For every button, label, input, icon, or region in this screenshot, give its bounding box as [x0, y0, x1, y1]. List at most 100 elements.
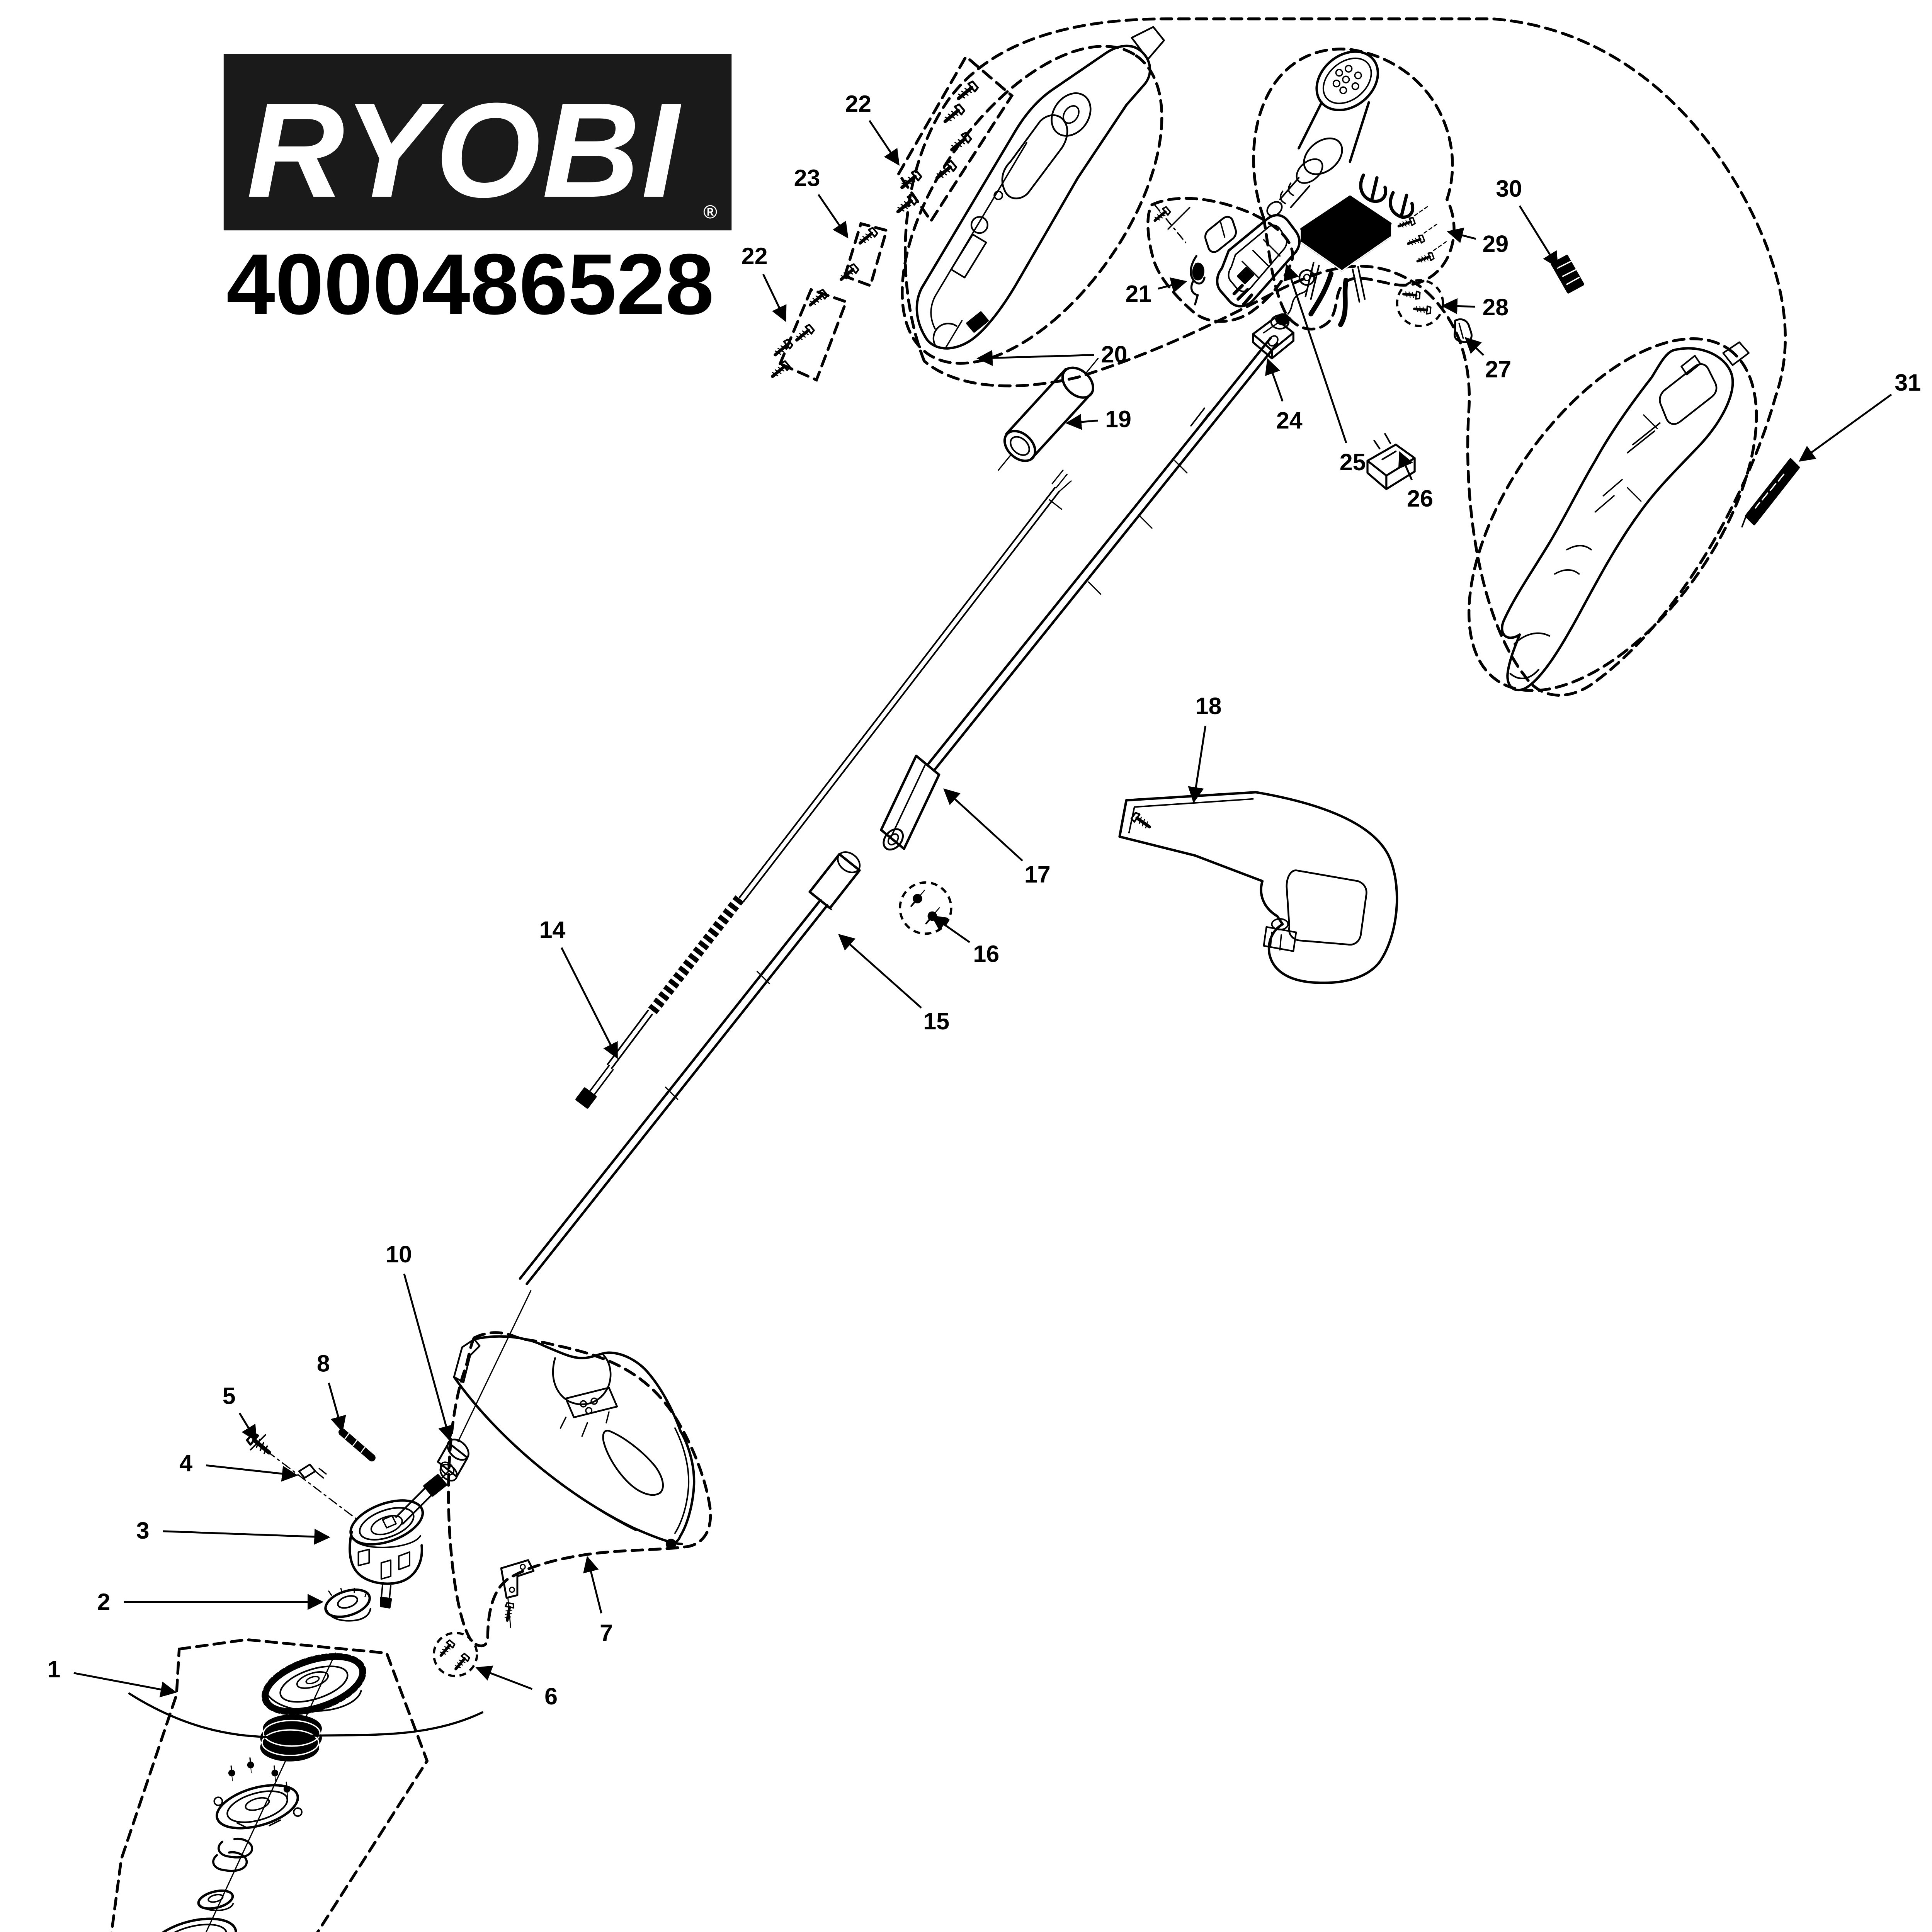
leader-line-19 — [1065, 414, 1099, 430]
part-guard-screws-6 — [438, 1639, 470, 1672]
part-pin-8 — [338, 1428, 376, 1462]
part-bushing-10 — [437, 1442, 469, 1478]
leader-line-4 — [206, 1464, 298, 1482]
callout-label-7: 7 — [600, 1620, 613, 1646]
leader-line-25 — [1284, 264, 1347, 444]
callout-label-22: 22 — [845, 90, 871, 117]
part-flex-shaft — [575, 469, 1072, 1109]
leader-line-6 — [475, 1665, 533, 1690]
leader-line-24 — [1265, 358, 1284, 402]
outline-screw-box-22a — [897, 54, 1014, 224]
callout-label-30: 30 — [1496, 175, 1522, 202]
leader-line-23 — [818, 194, 849, 239]
callout-label-18: 18 — [1196, 693, 1222, 719]
part-label-plate-31 — [1741, 458, 1800, 528]
callout-label-23: 23 — [794, 165, 820, 191]
part-motor — [1266, 50, 1379, 217]
group-outlines — [110, 17, 1787, 1932]
brand-text: RYOBI — [247, 75, 682, 225]
leader-line-27 — [1464, 337, 1485, 356]
leader-line-3 — [163, 1529, 330, 1545]
leader-line-22 — [869, 120, 900, 166]
leader-line-30 — [1519, 205, 1558, 268]
callout-label-24: 24 — [1276, 407, 1303, 434]
outline-trigger-group — [1146, 197, 1294, 323]
part-screw-set-22b — [770, 289, 828, 380]
leader-line-5 — [238, 1412, 257, 1442]
part-foam-grip — [998, 357, 1099, 471]
callout-label-1: 1 — [48, 1656, 61, 1682]
callout-label-2: 2 — [97, 1589, 111, 1615]
part-connector-26 — [1366, 433, 1416, 490]
leader-line-31 — [1798, 393, 1892, 462]
part-screws-28 — [1403, 290, 1431, 314]
outline-screw-box-22b — [778, 288, 848, 382]
part-motor-housing-half — [915, 26, 1165, 350]
parts-artwork — [128, 26, 1800, 1932]
outline-motor-housing — [901, 45, 1163, 365]
part-spring-hooks — [1359, 173, 1414, 219]
leader-line-26 — [1398, 451, 1413, 481]
part-guard — [452, 1335, 696, 1549]
leader-line-20 — [976, 350, 1094, 366]
part-lock-lever-21 — [1190, 255, 1206, 306]
part-bushing-30 — [1551, 255, 1585, 294]
leader-line-10 — [403, 1273, 454, 1442]
part-gear-head — [349, 1439, 469, 1609]
outline-screws-6 — [432, 1631, 478, 1677]
part-trimmer-line — [128, 1692, 484, 1738]
registered-mark: ® — [703, 202, 717, 223]
leader-line-21 — [1158, 277, 1187, 293]
leader-line-14 — [560, 947, 618, 1059]
outline-spool-group — [110, 1638, 429, 1932]
outline-guard-group — [447, 1331, 712, 1648]
part-rear-handle-housing — [1501, 341, 1750, 691]
part-lower-shaft — [457, 851, 861, 1442]
callout-label-25: 25 — [1340, 449, 1366, 475]
part-setscrew-4 — [266, 1450, 357, 1519]
leader-line-1 — [73, 1672, 177, 1697]
callout-label-29: 29 — [1482, 231, 1509, 257]
part-switch-module-25 — [1298, 195, 1392, 327]
callout-label-22: 22 — [742, 243, 768, 269]
outline-plugs-16 — [899, 881, 952, 935]
callout-label-5: 5 — [223, 1383, 236, 1409]
part-screw-set-22a — [895, 81, 979, 216]
part-coupler-17 — [880, 754, 940, 851]
callout-label-28: 28 — [1482, 294, 1509, 320]
part-front-handle — [1118, 791, 1398, 984]
callout-label-8: 8 — [317, 1350, 330, 1377]
leader-line-16 — [931, 915, 970, 943]
part-screws-29 — [1398, 206, 1448, 265]
part-spool-assembly — [128, 1652, 484, 1932]
callout-label-15: 15 — [923, 1008, 949, 1034]
outline-screw-box-23 — [843, 222, 888, 287]
leader-line-29 — [1447, 227, 1476, 243]
part-trigger-assembly — [1152, 204, 1301, 308]
leader-line-17 — [943, 788, 1023, 862]
callout-label-14: 14 — [539, 917, 566, 943]
part-clip-27 — [1453, 318, 1473, 344]
brand-logo: RYOBI ® 4000486528 — [223, 54, 732, 332]
outline-motor-group — [1252, 48, 1456, 331]
leader-line-15 — [838, 934, 922, 1009]
callout-label-3: 3 — [136, 1517, 150, 1544]
part-guard-bracket — [500, 1559, 535, 1628]
callout-label-26: 26 — [1407, 485, 1433, 512]
part-washer-2 — [324, 1588, 371, 1622]
callouts: 1234567810141516171819202122232224252627… — [48, 90, 1921, 1709]
leader-line-8 — [328, 1383, 346, 1432]
leader-line-7 — [583, 1556, 602, 1614]
callout-label-20: 20 — [1101, 341, 1128, 367]
callout-label-19: 19 — [1105, 406, 1131, 432]
callout-label-6: 6 — [544, 1683, 558, 1709]
leader-line-22 — [762, 274, 787, 322]
part-switch-24 — [1252, 289, 1308, 360]
callout-label-21: 21 — [1125, 281, 1151, 307]
part-upper-shaft — [927, 335, 1279, 771]
logo-box — [223, 54, 732, 231]
part-number: 4000486528 — [226, 236, 714, 332]
leader-line-18 — [1188, 726, 1207, 803]
